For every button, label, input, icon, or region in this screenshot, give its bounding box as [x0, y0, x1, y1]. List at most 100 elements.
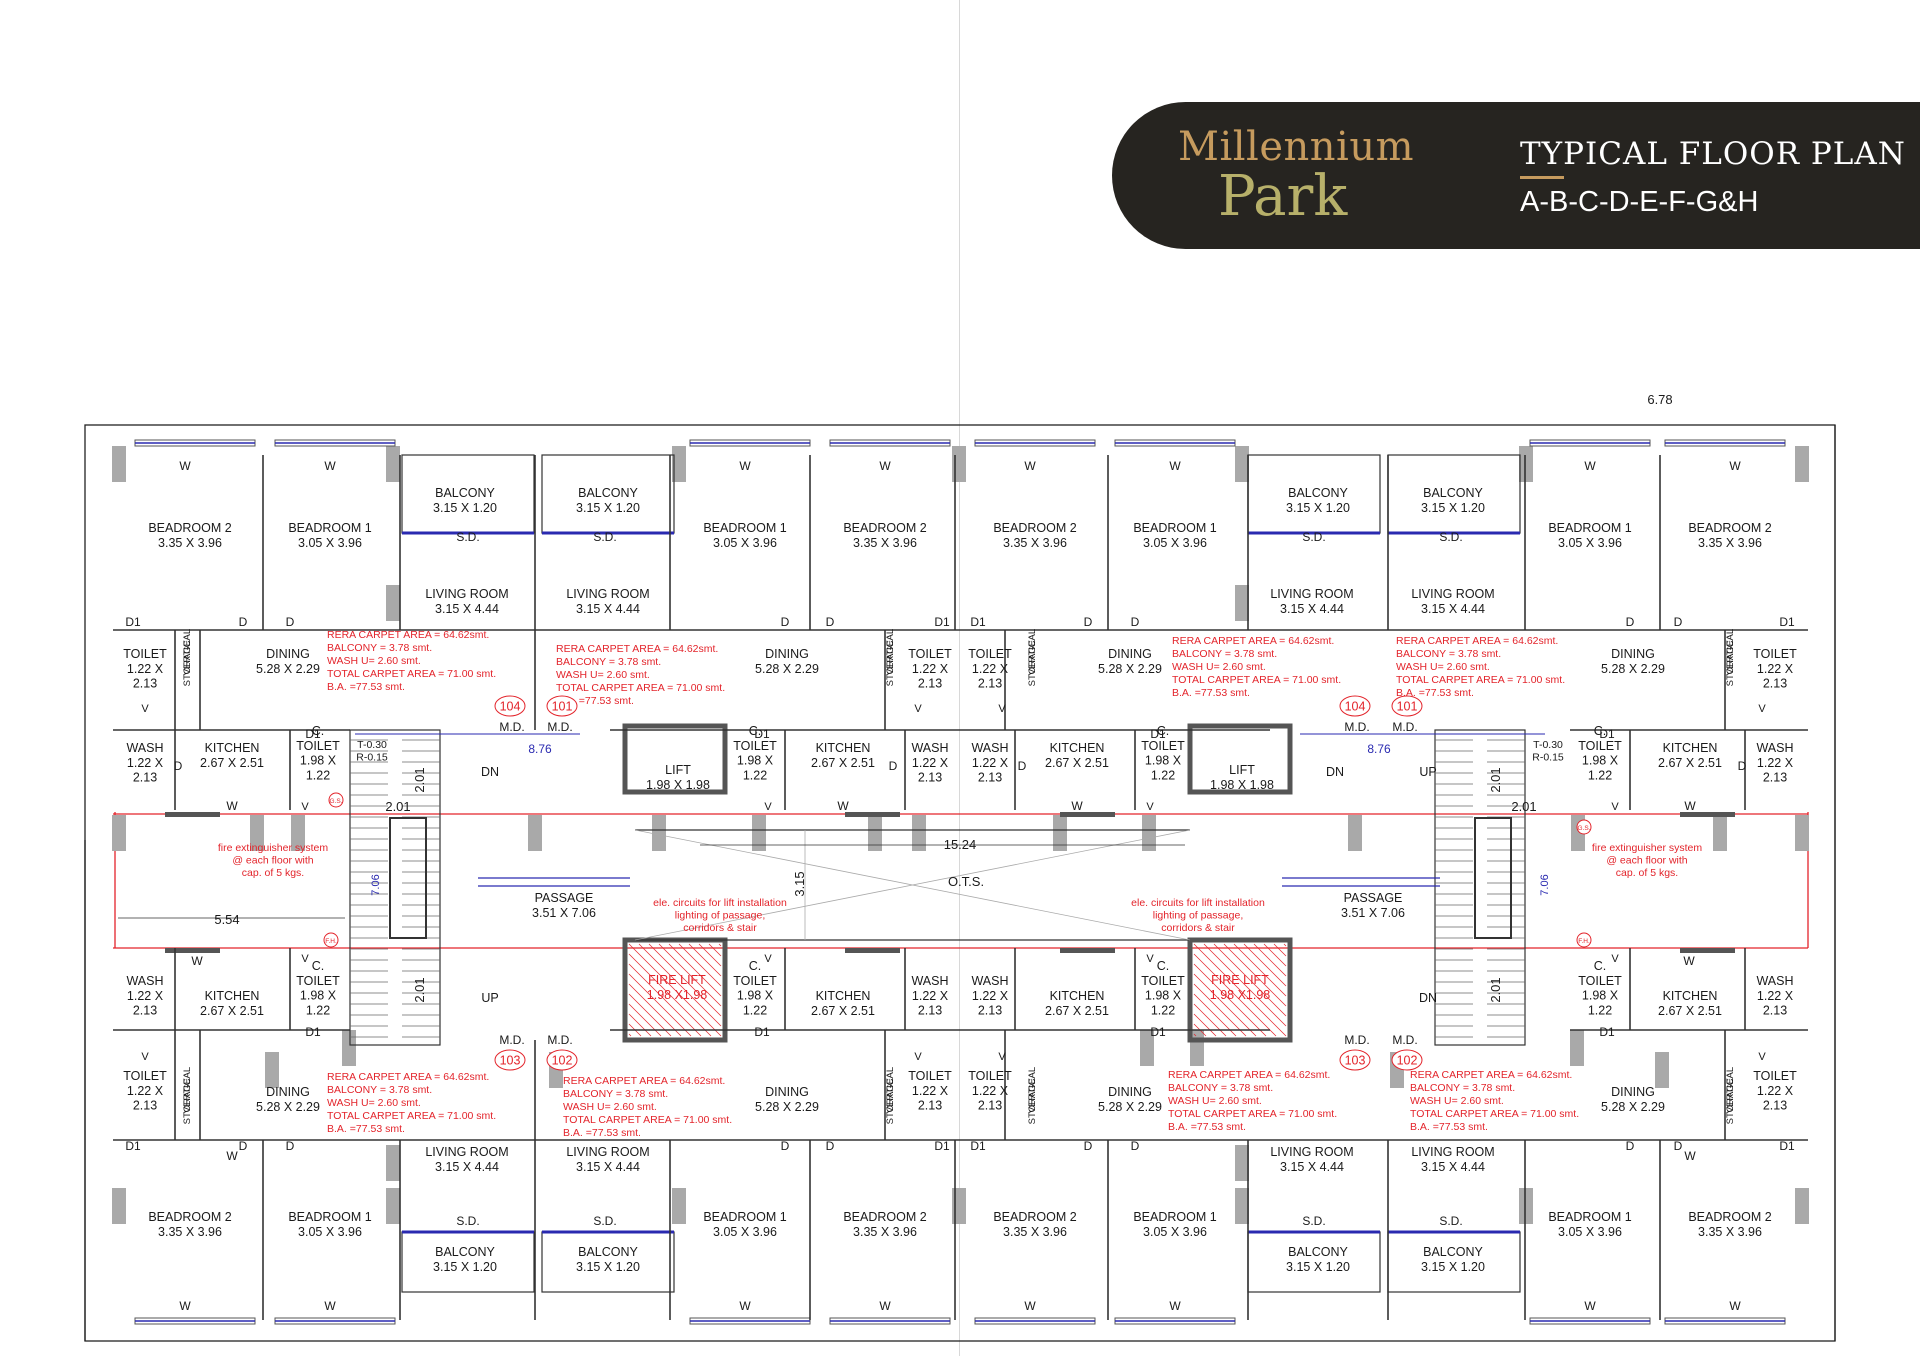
- sliding-door-label-line: S.D.: [1439, 1214, 1462, 1228]
- room-label-kitchen-line: 2.67 X 2.51: [200, 756, 264, 770]
- room-label-wash-line: WASH: [126, 974, 163, 988]
- room-label-balcony-line: 3.15 X 1.20: [1286, 501, 1350, 515]
- dim-stair-depth: 2.01: [1511, 799, 1536, 814]
- room-label-bed2-line: BEADROOM 2: [148, 1210, 231, 1224]
- stair-down-label: DN: [1419, 991, 1437, 1005]
- dim-stair-depth-line: 2.01: [1488, 977, 1503, 1002]
- door-marker-line: D: [1131, 615, 1140, 629]
- ventilator-marker: V: [998, 1051, 1006, 1063]
- door-marker: D1: [754, 1025, 770, 1039]
- dim-stair-depth: 2.01: [385, 799, 410, 814]
- ventilator-marker-line: V: [1146, 953, 1154, 965]
- room-label-balcony-line: BALCONY: [1423, 1245, 1483, 1259]
- room-label-bed2-line: BEADROOM 2: [993, 1210, 1076, 1224]
- room-label-dining-line: DINING: [1611, 647, 1655, 661]
- carpet-area-note-line: B.A. =77.53 smt.: [1168, 1121, 1246, 1133]
- room-label-balcony-line: BALCONY: [1288, 486, 1348, 500]
- room-label-kitchen-line: KITCHEN: [816, 741, 871, 755]
- room-label-wash-line: WASH: [1756, 741, 1793, 755]
- room-label-kitchen-line: KITCHEN: [1050, 989, 1105, 1003]
- carpet-area-note-line: B.A. =77.53 smt.: [1172, 687, 1250, 699]
- ventilator-marker-line: V: [998, 703, 1006, 715]
- stair-up-label-line: UP: [1419, 765, 1436, 779]
- structural-column: [250, 815, 264, 851]
- ventilator-marker: V: [1146, 953, 1154, 965]
- stair-well: [1474, 817, 1512, 939]
- room-label-vertical-storage-line: STORAGE: [1725, 1078, 1736, 1124]
- room-label-common-toilet-line: C.: [1594, 724, 1607, 738]
- room-label-toilet-line: 2.13: [918, 1099, 942, 1113]
- main-door-label-line: M.D.: [1392, 720, 1417, 734]
- carpet-area-note: RERA CARPET AREA = 64.62smt.BALCONY = 3.…: [327, 629, 496, 693]
- door-marker-line: D1: [1599, 1025, 1615, 1039]
- room-label-common-toilet-line: TOILET: [733, 974, 777, 988]
- room-label-bed2: BEADROOM 23.35 X 3.96: [843, 521, 926, 550]
- room-label-dining-line: 5.28 X 2.29: [755, 1100, 819, 1114]
- fire-lift-label-line: 1.98 X1.98: [647, 988, 708, 1002]
- fire-lift-hatch: [1193, 953, 1277, 1037]
- carpet-area-note-line: WASH U= 2.60 smt.: [327, 655, 421, 667]
- fire-lift-hatch: [628, 1033, 632, 1037]
- dim-stair-width: 7.06: [1539, 874, 1551, 895]
- door-marker: D: [1018, 759, 1027, 773]
- fire-lift-right-box: [1187, 937, 1293, 1043]
- room-label-wash-line: WASH: [126, 741, 163, 755]
- window-marker: W: [1071, 799, 1083, 813]
- window-strip: [1680, 948, 1735, 953]
- ventilator-marker-line: V: [1611, 953, 1619, 965]
- structural-column: [386, 446, 400, 482]
- door-marker: D1: [1599, 1025, 1615, 1039]
- room-label-dining-line: 5.28 X 2.29: [1098, 1100, 1162, 1114]
- room-label-balcony-line: 3.15 X 1.20: [576, 1260, 640, 1274]
- door-marker: D: [1738, 759, 1747, 773]
- ots-label-line: O.T.S.: [948, 874, 984, 889]
- unit-number: 103: [1345, 1054, 1366, 1068]
- room-label-wash-line: 2.13: [133, 771, 157, 785]
- room-label-dining-line: DINING: [266, 1085, 310, 1099]
- staircase: [349, 729, 441, 1046]
- dim-total-width: 6.78: [1647, 392, 1672, 407]
- room-label-kitchen-line: 2.67 X 2.51: [1658, 756, 1722, 770]
- door-marker-line: D: [286, 1139, 295, 1153]
- room-label-balcony-line: 3.15 X 1.20: [1421, 501, 1485, 515]
- room-label-wash-line: 1.22 X: [972, 756, 1009, 770]
- door-marker: D: [174, 759, 183, 773]
- dim-stair-depth-line: 2.01: [412, 977, 427, 1002]
- room-label-bed1-line: 3.05 X 3.96: [1143, 1225, 1207, 1239]
- window-marker-line: W: [1584, 1299, 1596, 1313]
- room-label-dining-line: 5.28 X 2.29: [1601, 662, 1665, 676]
- structural-column: [652, 815, 666, 851]
- window-marker-line: W: [879, 1299, 891, 1313]
- window-marker-line: W: [739, 1299, 751, 1313]
- room-label-bed2-line: BEADROOM 2: [843, 1210, 926, 1224]
- lift-electrical-note: ele. circuits for lift installationlight…: [1131, 897, 1265, 934]
- window-marker: W: [879, 459, 891, 473]
- structural-column: [386, 1145, 400, 1181]
- door-marker-line: D1: [934, 615, 950, 629]
- main-door-label-line: M.D.: [1344, 720, 1369, 734]
- main-door-label-line: M.D.: [499, 720, 524, 734]
- unit-number-line: 103: [1345, 1054, 1366, 1068]
- window-marker-line: W: [1584, 459, 1596, 473]
- room-label-bed1-line: 3.05 X 3.96: [713, 1225, 777, 1239]
- carpet-area-note: RERA CARPET AREA = 64.62smt.BALCONY = 3.…: [1172, 635, 1341, 699]
- carpet-area-note-line: BALCONY = 3.78 smt.: [1168, 1082, 1273, 1094]
- carpet-area-note-line: RERA CARPET AREA = 64.62smt.: [556, 643, 718, 655]
- ventilator-marker: V: [141, 1051, 149, 1063]
- room-label-toilet-line: 2.13: [978, 1099, 1002, 1113]
- room-label-living-line: LIVING ROOM: [566, 587, 649, 601]
- door-marker-line: D: [239, 1139, 248, 1153]
- dim-left-offset-line: 5.54: [214, 912, 239, 927]
